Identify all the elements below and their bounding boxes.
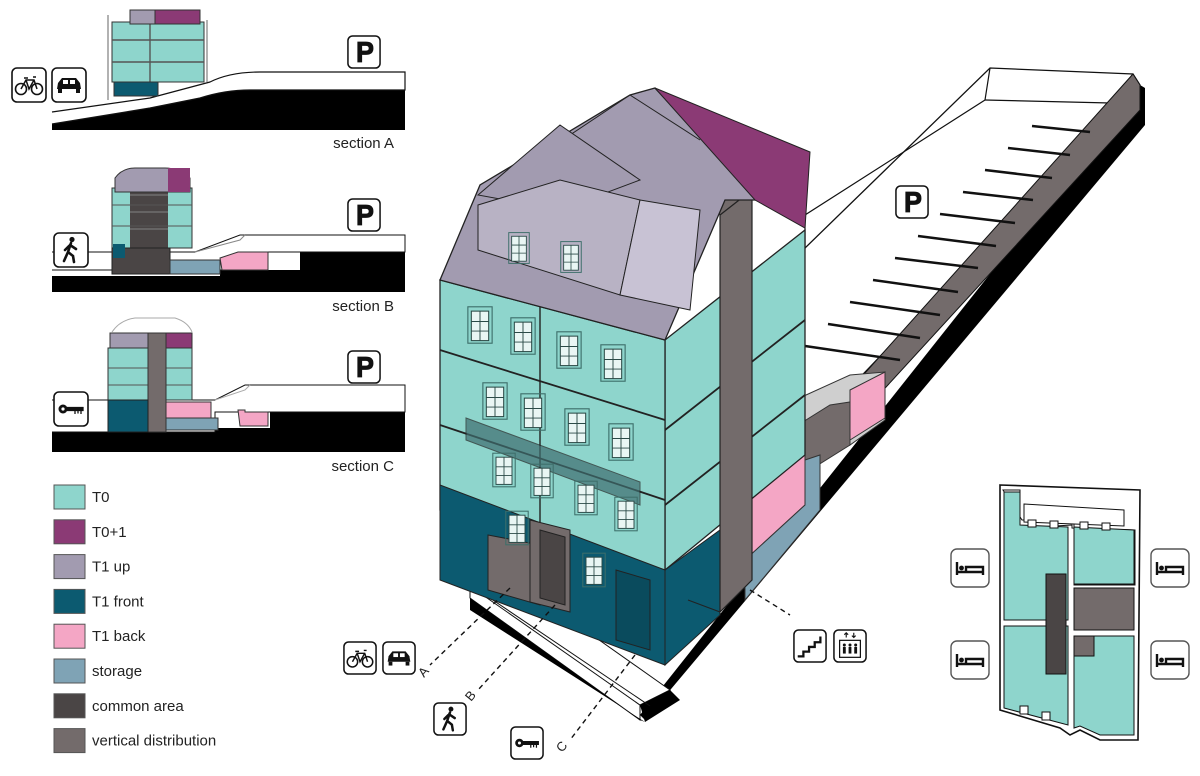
legend-label: vertical distribution bbox=[92, 733, 216, 750]
section-b-label: section B bbox=[332, 298, 394, 315]
bicycle-icon bbox=[11, 67, 47, 103]
key-icon bbox=[510, 726, 544, 760]
entrance-lines bbox=[429, 587, 791, 741]
parking-icon bbox=[347, 35, 381, 69]
axonometric-building bbox=[439, 67, 1145, 722]
parking-icon bbox=[347, 350, 381, 384]
section-b: section B bbox=[52, 167, 406, 315]
entrance-letter-b: B bbox=[462, 688, 479, 704]
legend-item: T1 up bbox=[53, 554, 130, 580]
legend-label: T1 back bbox=[92, 628, 146, 645]
legend-swatch bbox=[53, 588, 86, 614]
parking-spaces bbox=[804, 124, 1091, 362]
legend-item: storage bbox=[53, 658, 142, 684]
car-icon bbox=[382, 641, 416, 675]
section-c-label: section C bbox=[331, 458, 394, 475]
bed-icon bbox=[1150, 640, 1190, 680]
entrance-letter-c: C bbox=[553, 738, 571, 755]
legend-item: vertical distribution bbox=[53, 728, 216, 754]
legend-label: common area bbox=[92, 698, 184, 715]
legend-swatch bbox=[53, 554, 86, 580]
legend-label: T0+1 bbox=[92, 524, 127, 541]
parking-icon bbox=[895, 185, 929, 219]
parking-icon bbox=[347, 198, 381, 232]
legend-swatch bbox=[53, 728, 86, 754]
legend-swatch bbox=[53, 623, 86, 649]
legend-item: T1 front bbox=[53, 588, 145, 614]
car-icon bbox=[51, 67, 87, 103]
legend-swatch bbox=[53, 658, 86, 684]
elevator-icon bbox=[833, 629, 867, 663]
legend-item: T0 bbox=[53, 484, 110, 510]
bed-icon bbox=[950, 548, 990, 588]
entrance-letter-a: A bbox=[415, 663, 432, 680]
section-a-label: section A bbox=[333, 135, 394, 152]
bed-icon bbox=[1150, 548, 1190, 588]
pedestrian-icon bbox=[53, 232, 89, 268]
legend-swatch bbox=[53, 484, 86, 510]
bicycle-icon bbox=[343, 641, 377, 675]
legend-swatch bbox=[53, 519, 86, 545]
pedestrian-icon bbox=[433, 702, 467, 736]
bed-icon bbox=[950, 640, 990, 680]
legend-item: T0+1 bbox=[53, 519, 127, 545]
section-c: section C bbox=[52, 317, 406, 475]
legend-item: common area bbox=[53, 693, 184, 719]
legend-item: T1 back bbox=[53, 623, 146, 649]
legend-label: T0 bbox=[92, 489, 110, 506]
stairs-icon bbox=[793, 629, 827, 663]
legend-label: T1 front bbox=[92, 593, 145, 610]
legend-label: storage bbox=[92, 663, 142, 680]
legend-swatch bbox=[53, 693, 86, 719]
floor-plan bbox=[950, 484, 1190, 741]
section-a: section A bbox=[11, 9, 406, 152]
legend-label: T1 up bbox=[92, 559, 130, 576]
key-icon bbox=[53, 391, 89, 427]
